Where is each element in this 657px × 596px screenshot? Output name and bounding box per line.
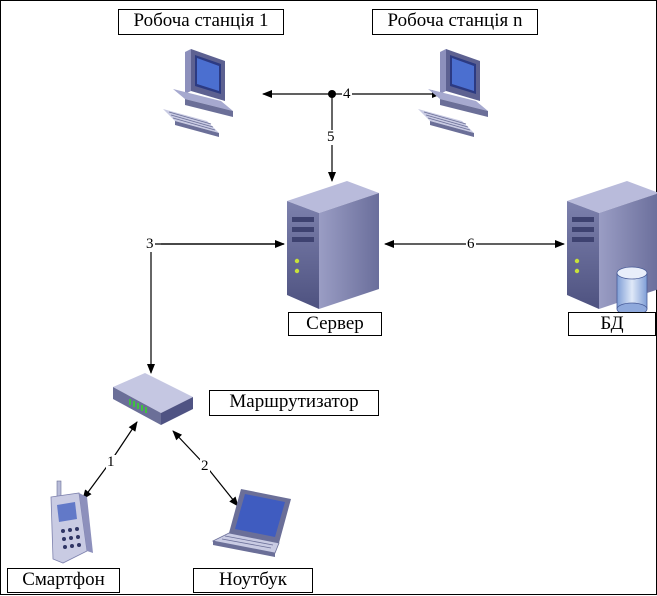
router-label: Маршрутизатор [209,390,379,416]
database-server-icon [567,181,657,316]
connection-number-2: 2 [200,458,210,474]
connection-number-5: 5 [326,129,336,145]
connection-number-6: 6 [466,236,476,252]
connection-2-b [205,465,239,507]
laptop-label: Ноутбук [193,568,313,593]
router-icon [113,373,193,425]
workstation-n-label: Робоча станція n [372,9,538,35]
smartphone-icon [50,480,93,564]
laptop-icon [211,489,291,557]
workstation-icon [418,49,488,137]
connection-number-4: 4 [342,86,352,102]
connection-number-3: 3 [145,236,155,252]
database-label: БД [568,312,656,336]
server-icon [287,181,379,309]
smartphone-label: Смартфон [7,568,120,593]
workstation-icon [163,49,233,137]
connection-3 [147,243,284,374]
connection-1-a [110,421,138,462]
connection-number-1: 1 [106,454,116,470]
workstation-1-label: Робоча станція 1 [118,9,284,35]
server-label: Сервер [288,312,382,336]
